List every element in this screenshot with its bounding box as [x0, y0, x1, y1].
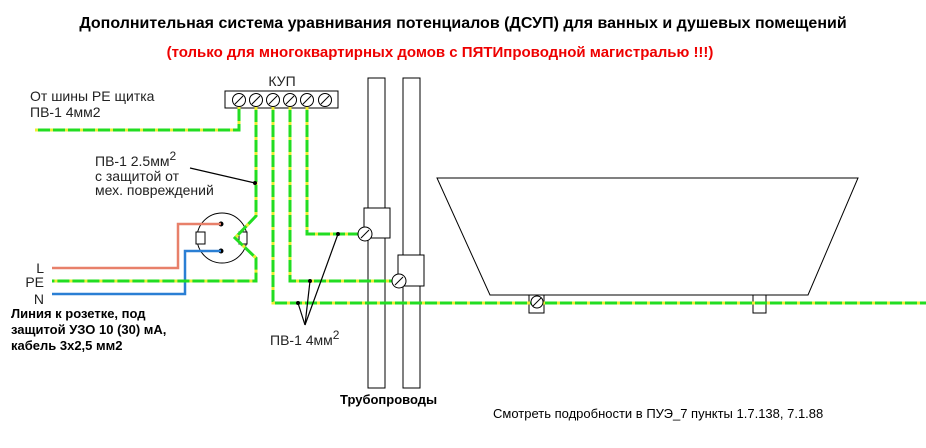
- pipes-label: Трубопроводы: [340, 392, 437, 407]
- pe-wire: [305, 107, 359, 236]
- feed-label-2: ПВ-1 4мм2: [30, 104, 101, 120]
- kup-terminal-block: [224, 90, 339, 109]
- socket-wire-label-2: с защитой от: [95, 168, 180, 184]
- l-wire: [52, 222, 221, 270]
- clamp-bolts: [357, 226, 544, 309]
- socket-line-note-2: защитой УЗО 10 (30) мА,: [11, 322, 166, 337]
- pipe-2: [397, 77, 425, 389]
- socket-wire-label: ПВ-1 2.5мм2: [95, 149, 176, 169]
- kup-label: КУП: [268, 73, 295, 89]
- subtitle: (только для многоквартирных домов с ПЯТИ…: [167, 44, 714, 61]
- pe-label: PE: [25, 274, 44, 290]
- n-wire: [52, 249, 221, 296]
- pe-wire: [288, 107, 393, 283]
- socket: [195, 212, 248, 264]
- socket-line-note-3: кабель 3х2,5 мм2: [11, 338, 122, 353]
- pe-wire: [52, 107, 258, 283]
- socket-line-note-1: Линия к розетке, под: [11, 306, 146, 321]
- l-label: L: [36, 260, 44, 276]
- bathtub: [436, 177, 859, 314]
- socket-wire-label-3: мех. повреждений: [95, 182, 214, 198]
- feed-label-1: От шины РЕ щитка: [30, 88, 155, 104]
- title: Дополнительная система уравнивания потен…: [79, 15, 846, 32]
- pipe-clamp: [397, 254, 425, 287]
- n-label: N: [34, 291, 44, 307]
- pe-wires: [35, 107, 926, 305]
- pe-wire: [271, 107, 926, 305]
- pe-wire: [35, 107, 241, 132]
- bond-wire-label: ПВ-1 4мм2: [270, 328, 340, 348]
- footer-note: Смотреть подробности в ПУЭ_7 пункты 1.7.…: [493, 406, 823, 421]
- leader-lines: [189, 167, 340, 326]
- pe-wire: [305, 107, 359, 236]
